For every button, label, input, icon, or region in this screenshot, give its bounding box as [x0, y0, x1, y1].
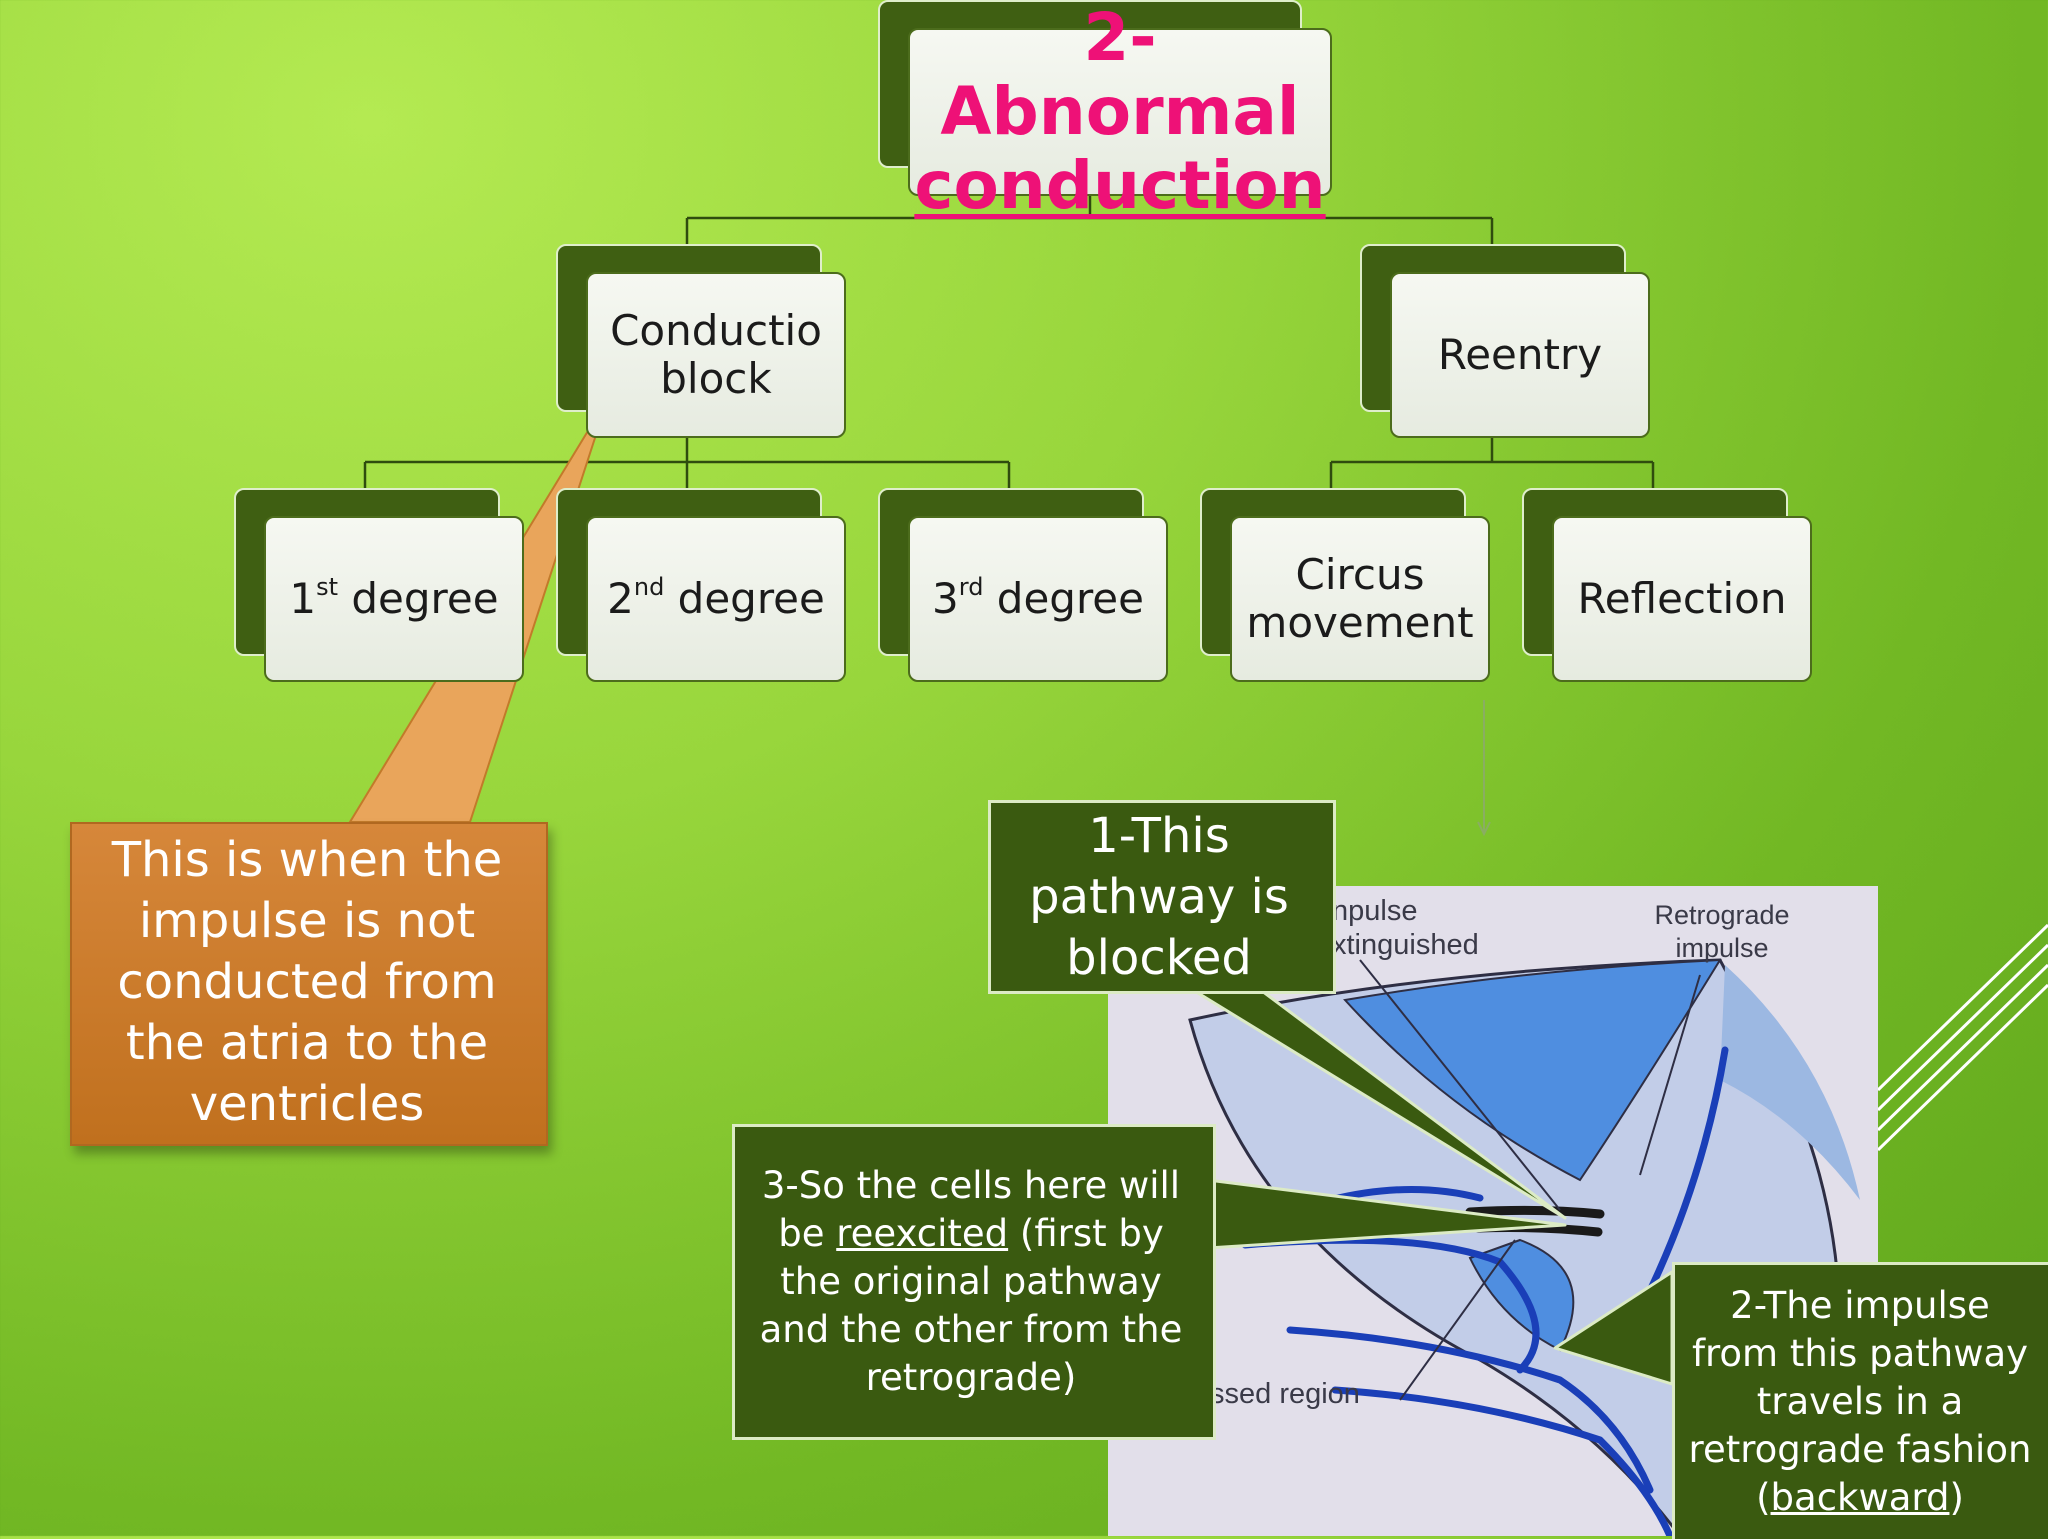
callout-conduction-block-definition — [70, 822, 548, 1146]
node-second-degree-label: 2nd degree — [607, 575, 825, 623]
illustration-label-impulse: npulse xtinguished — [1332, 894, 1479, 962]
orange-line-2: impulse is not — [138, 893, 476, 949]
node-reentry-label: Reentry — [1437, 330, 1603, 379]
page-title: 2-Abnormal conduction — [910, 1, 1330, 223]
reexcited-line-2-pre: be — [778, 1212, 837, 1255]
orange-line-3: conducted from — [117, 954, 497, 1010]
second-degree-rest: degree — [664, 574, 825, 623]
callout-blocked-text: 1-This pathway is blocked — [988, 806, 1330, 989]
label-retro-line1: Retrograde — [1654, 900, 1790, 930]
first-degree-sup: st — [316, 573, 339, 601]
label-impulse-line1: npulse — [1332, 895, 1418, 927]
callout-pathway-blocked — [988, 800, 1336, 994]
reexcited-line-4: and the other from the — [759, 1308, 1183, 1351]
circus-movement-line1: Circus — [1295, 550, 1425, 599]
node-circus-movement-label: Circus movement — [1246, 551, 1473, 647]
third-degree-rest: degree — [983, 574, 1144, 623]
retrograde-line-1: 2-The impulse — [1730, 1284, 1990, 1327]
first-degree-rest: degree — [338, 574, 499, 623]
second-degree-sup: nd — [633, 573, 665, 601]
retrograde-underlined-word: backward — [1770, 1476, 1950, 1519]
retrograde-line-4: retrograde fashion — [1688, 1428, 2032, 1471]
orange-line-5: ventricles — [189, 1076, 425, 1132]
illustration-label-region: ssed region — [1210, 1378, 1360, 1410]
callout-retrograde-text: 2-The impulse from this pathway travels … — [1672, 1282, 2048, 1522]
second-degree-num: 2 — [607, 574, 634, 623]
reexcited-line-5: retrograde) — [865, 1356, 1077, 1399]
retrograde-line-5-pre: ( — [1756, 1476, 1771, 1519]
reexcited-line-2-post: (first by — [1008, 1212, 1164, 1255]
reexcited-line-2: be reexcited (first by — [778, 1212, 1164, 1255]
retrograde-line-2: from this pathway — [1691, 1332, 2029, 1375]
callout-retrograde-impulse — [1672, 1262, 2048, 1539]
conduction-block-line2: block — [660, 354, 772, 403]
reexcited-line-1: 3-So the cells here will — [761, 1164, 1181, 1207]
conduction-block-line1: Conductio — [610, 306, 822, 355]
circus-movement-line2: movement — [1246, 598, 1474, 647]
label-retro-line2: impulse — [1675, 933, 1769, 963]
reexcited-underlined-word: reexcited — [836, 1212, 1009, 1255]
retrograde-line-5-post: ) — [1949, 1476, 1964, 1519]
title-line2: conduction — [914, 147, 1326, 224]
third-degree-sup: rd — [958, 573, 984, 601]
callout-orange-text: This is when the impulse is not conducte… — [70, 830, 544, 1135]
node-reflection-label: Reflection — [1577, 574, 1787, 623]
illustration-label-retrograde: Retrograde impulse — [1642, 899, 1802, 965]
label-impulse-line2: xtinguished — [1332, 929, 1479, 961]
node-first-degree-label: 1st degree — [289, 575, 498, 623]
retrograde-line-3: travels in a — [1756, 1380, 1964, 1423]
blocked-line-3: blocked — [1066, 930, 1252, 986]
blocked-line-2: pathway is — [1029, 869, 1289, 925]
callout-reexcited-text: 3-So the cells here will be reexcited (f… — [732, 1162, 1210, 1402]
first-degree-num: 1 — [289, 574, 317, 623]
orange-line-4: the atria to the — [125, 1015, 489, 1071]
callout-cells-reexcited — [732, 1124, 1216, 1440]
orange-line-1: This is when the — [111, 832, 503, 888]
node-conduction-block-label: Conductio block — [610, 307, 822, 403]
reexcited-line-3: the original pathway — [780, 1260, 1162, 1303]
title-line1: 2-Abnormal — [940, 0, 1300, 150]
node-third-degree-label: 3rd degree — [932, 575, 1144, 623]
third-degree-num: 3 — [932, 574, 959, 623]
blocked-line-1: 1-This — [1088, 808, 1230, 864]
retrograde-line-5: (backward) — [1756, 1476, 1964, 1519]
